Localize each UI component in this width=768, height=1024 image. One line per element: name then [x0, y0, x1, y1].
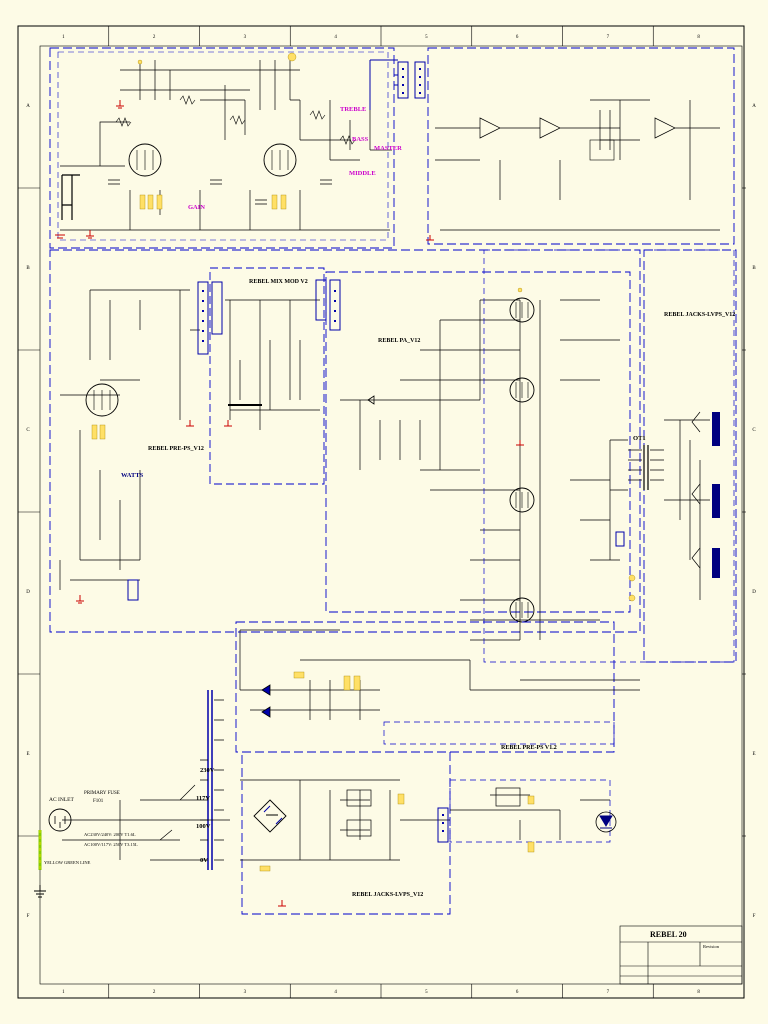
- low-voltage-supply: [240, 751, 617, 915]
- jacks-lvps-top-block: [483, 249, 737, 663]
- grid-col-label: 6: [516, 990, 519, 995]
- fx-loop-block: [426, 47, 735, 245]
- voltage-117-label: 117V: [196, 795, 210, 802]
- grid-col-label: 1: [62, 990, 65, 995]
- grid-col-label: 3: [244, 990, 247, 995]
- grid-row-label: C: [26, 428, 30, 433]
- grid-col-label: 1: [62, 35, 65, 40]
- power-supply-block: [235, 621, 640, 753]
- grid-row-label: C: [752, 428, 756, 433]
- gain-label: GAIN: [188, 204, 205, 211]
- grid-row-label: A: [26, 104, 30, 109]
- grid-row-label: D: [26, 590, 30, 595]
- middle-label: MIDDLE: [349, 170, 376, 177]
- grid-col-label: 5: [425, 990, 428, 995]
- watts-label: WATTS: [121, 472, 144, 479]
- grid-col-label: 8: [697, 35, 700, 40]
- bass-label: BASS: [352, 136, 369, 143]
- title-text: REBEL 20: [650, 930, 687, 939]
- pa-block: [325, 271, 636, 641]
- voltage-100-label: 100V: [196, 823, 211, 830]
- grid-col-label: 4: [334, 990, 337, 995]
- fuse-id-label: F101: [93, 799, 104, 804]
- jacks-lvps-top-title: REBEL JACKS-LVPS_V12: [664, 312, 735, 318]
- grid-row-label: A: [752, 104, 756, 109]
- mix-mod-block: [209, 267, 327, 485]
- grid-row-label: F: [753, 914, 756, 919]
- grid-col-label: 3: [244, 35, 247, 40]
- inner-frame: [39, 45, 743, 985]
- grid-row-label: E: [752, 752, 755, 757]
- grid-col-label: 5: [425, 35, 428, 40]
- voltage-230-label: 230V: [200, 767, 215, 774]
- preamp-block: [49, 47, 426, 249]
- grid-row-label: F: [27, 914, 30, 919]
- labels: TREBLE BASS MASTER MIDDLE GAIN WATTS REB…: [44, 106, 735, 949]
- transformer-and-mains: [34, 690, 230, 898]
- grid-row-label: B: [752, 266, 756, 271]
- grid-col-label: 2: [153, 35, 156, 40]
- voltage-0-label: 0V: [200, 857, 208, 864]
- grid-col-label: 2: [153, 990, 156, 995]
- grid-col-label: 6: [516, 35, 519, 40]
- master-label: MASTER: [374, 145, 402, 152]
- fuse-rating-230-label: AC230V/240V: 200V T1.6L: [84, 832, 136, 837]
- grid-col-label: 7: [607, 990, 610, 995]
- grid-col-label: 7: [607, 35, 610, 40]
- pa-title: REBEL PA_V12: [378, 338, 420, 344]
- jacks-lvps-bottom-title: REBEL JACKS-LVPS_V12: [352, 892, 423, 898]
- grid-col-label: 8: [697, 990, 700, 995]
- output-transformer-label: OT1: [633, 435, 646, 442]
- ac-inlet-label: AC INLET: [49, 797, 75, 803]
- mix-mod-title: REBEL MIX MOD V2: [249, 279, 308, 285]
- pre-ps-title: REBEL PRE-PS_V12: [148, 446, 204, 452]
- pre-ps-low-title: REBEL PRE-PS V1.2: [501, 745, 557, 751]
- grid-row-label: B: [26, 266, 30, 271]
- grid-row-label: E: [26, 752, 29, 757]
- grid-row-label: D: [752, 590, 756, 595]
- treble-label: TREBLE: [340, 106, 366, 113]
- revision-label: Revision: [703, 944, 720, 949]
- title-block: [619, 925, 743, 985]
- pre-ps-block: [49, 249, 641, 633]
- primary-fuse-label: PRIMARY FUSE: [84, 791, 120, 796]
- fuse-rating-100-label: AC100V/117V: 250V T3.15L: [84, 842, 138, 847]
- earth-wire-label: YELLOW GREEN LINE: [44, 860, 91, 865]
- grid-col-label: 4: [334, 35, 337, 40]
